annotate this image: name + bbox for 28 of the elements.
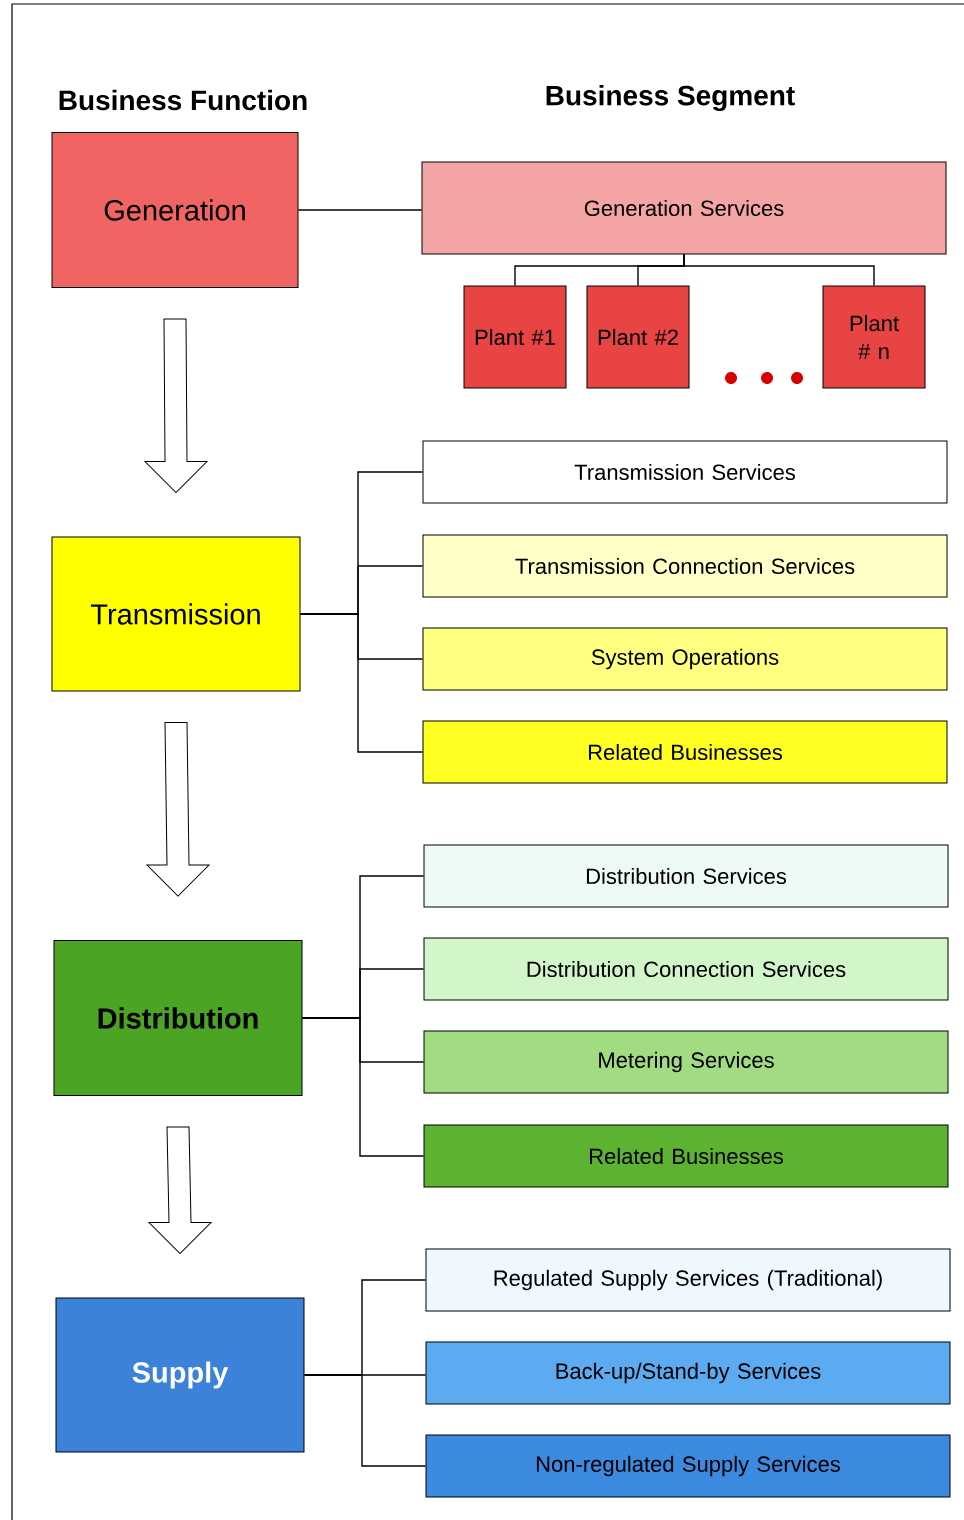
block-arrow — [148, 1126, 212, 1254]
segment-box: Generation Services — [421, 161, 947, 255]
segment-box: Related Businesses — [422, 720, 948, 784]
connector-line — [297, 209, 423, 211]
segment-box: Transmission Connection Services — [422, 534, 948, 598]
function-box: Transmission — [51, 536, 301, 692]
connector-line — [683, 253, 875, 287]
segment-box: Related Businesses — [423, 1124, 949, 1188]
function-box: Generation — [51, 132, 299, 288]
function-box: Supply — [55, 1297, 305, 1453]
segment-box: Regulated Supply Services (Traditional) — [425, 1248, 951, 1312]
connector-line — [301, 1017, 425, 1157]
column-heading: Business Segment — [546, 84, 795, 112]
plant-box: Plant #2 — [586, 285, 690, 389]
block-arrow — [146, 722, 210, 897]
segment-box: Metering Services — [423, 1030, 949, 1094]
plant-box: Plant # n — [822, 285, 926, 389]
block-arrow — [144, 318, 208, 493]
function-box: Distribution — [53, 940, 303, 1096]
plant-box: Plant #1 — [463, 285, 567, 389]
segment-box: Distribution Connection Services — [423, 937, 949, 1001]
connector-line — [299, 613, 424, 753]
segment-box: Non-regulated Supply Services — [425, 1434, 951, 1498]
segment-box: Back-up/Stand-by Services — [425, 1341, 951, 1405]
segment-box: Distribution Services — [423, 844, 949, 908]
segment-box: Transmission Services — [422, 440, 948, 504]
segment-box: System Operations — [422, 627, 948, 691]
connector-line — [303, 1374, 427, 1467]
